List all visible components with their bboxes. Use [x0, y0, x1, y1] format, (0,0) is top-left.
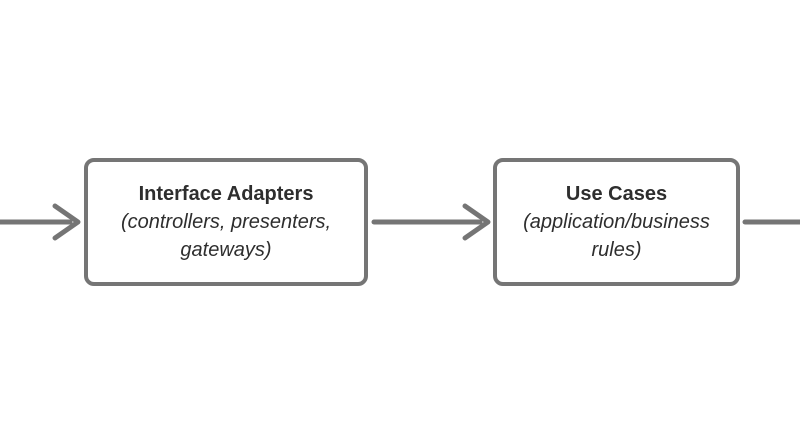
arrow-right-icon — [371, 203, 491, 241]
node-title: Interface Adapters — [138, 183, 314, 205]
node-title: Use Cases — [565, 183, 668, 205]
node-subtitle: (application/business rules) — [523, 211, 710, 261]
arrow-head — [52, 203, 81, 241]
arrow-head — [462, 203, 491, 241]
arrow-right-icon — [0, 203, 81, 241]
node-subtitle: (controllers, presenters, gateways) — [120, 211, 332, 261]
node-interface-adapters: Interface Adapters (controllers, present… — [84, 158, 368, 286]
node-use-cases: Use Cases (application/business rules) — [493, 158, 740, 286]
